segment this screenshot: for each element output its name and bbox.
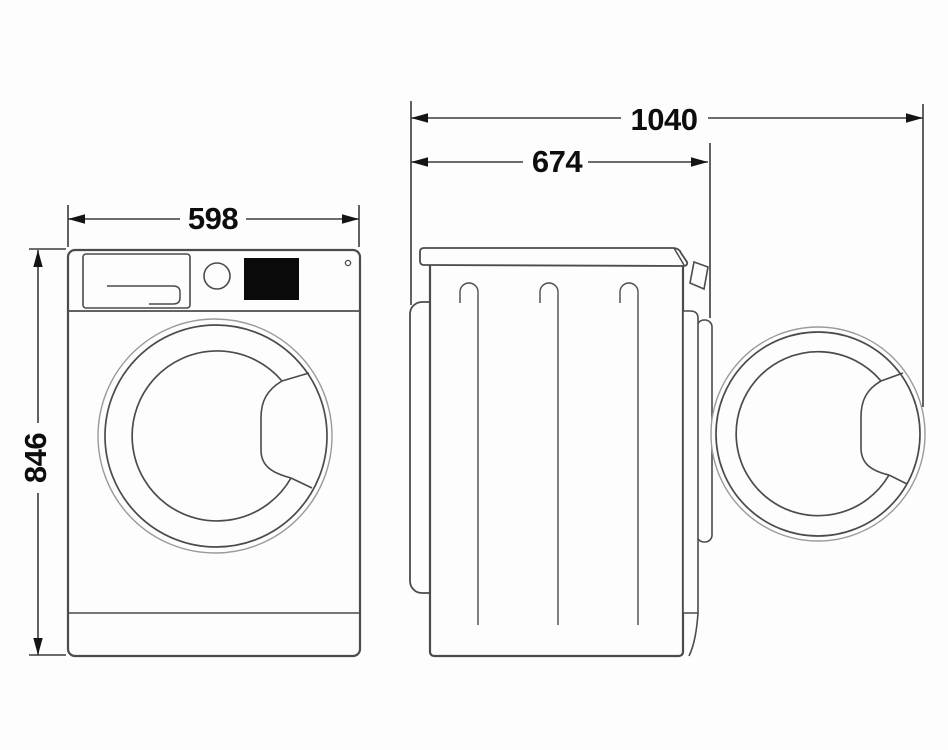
door-outer-rim [97, 318, 333, 554]
door-rim [104, 324, 328, 548]
display-screen [244, 258, 299, 300]
top-lid-end-cap [673, 247, 685, 266]
door-front [97, 318, 333, 554]
dimension-width-label: 598 [188, 201, 238, 236]
dimension-annotations: 598 846 1040 67 [18, 101, 924, 656]
dimension-depth-label: 674 [532, 144, 583, 179]
arrow-right [691, 157, 708, 167]
arrow-down [33, 638, 43, 655]
dimension-depth-open-label: 1040 [631, 102, 698, 137]
arrow-right [342, 214, 359, 224]
door-glass [131, 350, 292, 522]
program-knob [203, 262, 231, 290]
door-hinge-strip [696, 319, 713, 543]
door-open [710, 326, 926, 542]
detergent-drawer [82, 253, 191, 309]
front-face-strip [682, 310, 699, 614]
kick-plate-curve [688, 612, 699, 657]
side-groove-1 [459, 282, 479, 625]
open-door-rim [715, 331, 921, 537]
arrow-left [411, 113, 428, 123]
side-groove-3 [619, 282, 639, 625]
drawer-handle [107, 285, 181, 305]
door-handle-recess-edges [281, 372, 313, 489]
side-groove-2 [539, 282, 559, 625]
dimension-width: 598 [67, 201, 360, 247]
side-view [409, 247, 926, 658]
dimension-depth-door-open: 1040 [410, 101, 924, 407]
door-handle-recess [260, 380, 292, 479]
open-door-handle-recess-edges [880, 372, 908, 485]
open-door-handle-recess [860, 380, 890, 476]
arrow-right [906, 113, 923, 123]
arrow-up [33, 250, 43, 267]
side-display [689, 260, 709, 291]
top-lid [419, 247, 689, 267]
open-door-outer-rim [710, 326, 926, 542]
arrow-left [411, 157, 428, 167]
open-door-glass [735, 350, 890, 517]
dimension-height: 846 [18, 248, 66, 656]
front-view [66, 248, 362, 658]
side-body [428, 254, 685, 658]
power-indicator [344, 259, 352, 267]
arrow-left [68, 214, 85, 224]
dimension-height-label: 846 [18, 433, 53, 483]
dimension-depth: 674 [411, 143, 711, 318]
